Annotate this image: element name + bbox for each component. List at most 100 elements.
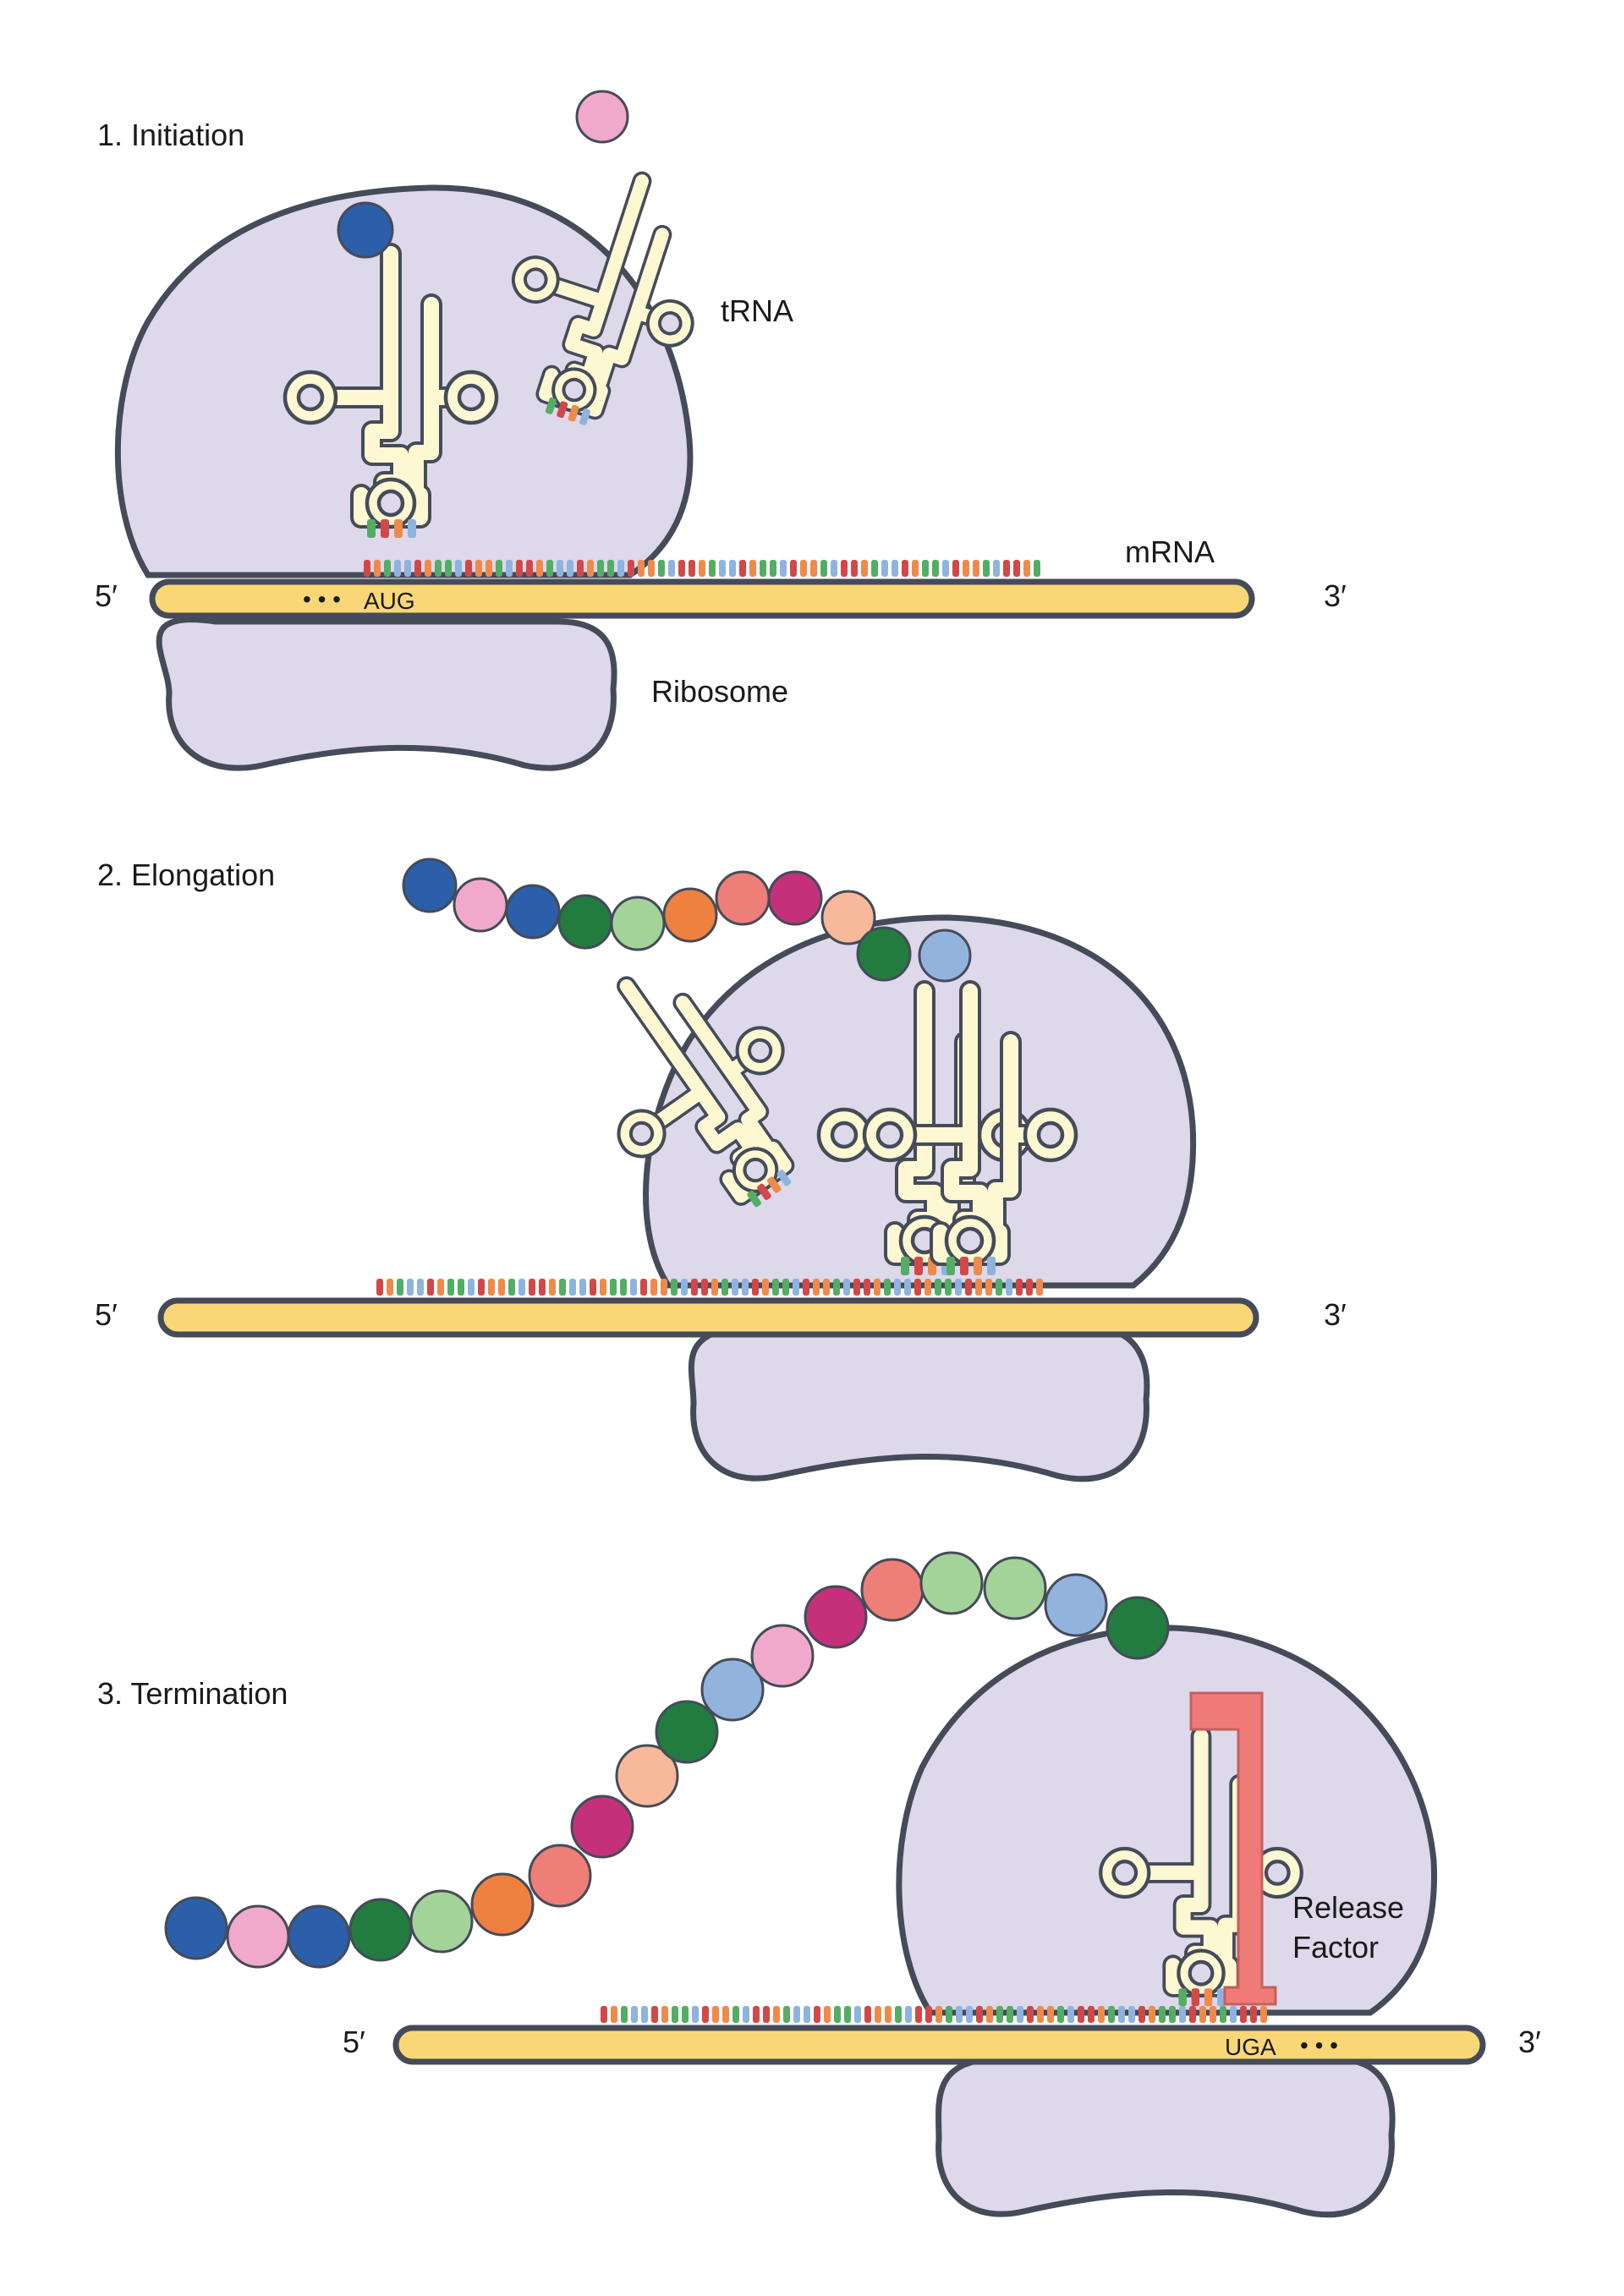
mrna-base	[1034, 560, 1040, 577]
mrna-base	[1159, 2006, 1166, 2023]
mrna-base	[1199, 2006, 1206, 2023]
mrna-base	[996, 1279, 1002, 1296]
mrna-base	[902, 560, 908, 577]
mrna-base	[1108, 2006, 1115, 2023]
mrna-base	[975, 1279, 982, 1296]
mrna-base	[841, 560, 848, 577]
amino-acid-bead	[919, 1551, 984, 1615]
mrna-base	[447, 1279, 454, 1296]
mrna-base	[831, 560, 837, 577]
mrna-base	[793, 1279, 799, 1296]
mrna-base	[435, 560, 442, 577]
mrna-base	[942, 560, 949, 577]
mrna-base	[924, 1279, 931, 1296]
release-factor	[1189, 1691, 1277, 2006]
mrna-base	[414, 560, 421, 577]
mrna-base	[732, 1279, 738, 1296]
mrna-base	[516, 560, 523, 577]
mrna-base	[587, 560, 594, 577]
mrna-base	[1016, 1279, 1023, 1296]
mrna-base	[650, 1279, 657, 1296]
mrna-base	[539, 1279, 546, 1296]
mrna-base	[601, 2006, 607, 2023]
mrna-base	[577, 560, 584, 577]
mrna-base	[689, 560, 695, 577]
mrna-base	[743, 2006, 749, 2023]
mrna-base	[488, 1279, 495, 1296]
mrna-base	[1128, 2006, 1135, 2023]
mrna-base	[518, 1279, 525, 1296]
mrna-base	[702, 2006, 709, 2023]
mrna-strand	[157, 1297, 1259, 1338]
amino-acid-bead	[226, 1904, 290, 1969]
mrna-base	[1027, 2006, 1034, 2023]
stop-codon-label: UGA	[1225, 2034, 1276, 2060]
mrna-base	[1250, 2006, 1257, 2023]
mrna-base	[478, 1279, 485, 1296]
stage-termination: 3. Termination Release Factor 5′ 3′ UGA …	[97, 1551, 1541, 2218]
mrna-base	[549, 1279, 556, 1296]
mrna-base	[894, 1279, 901, 1296]
amino-acid-bead	[570, 1795, 634, 1859]
mrna-base	[800, 560, 807, 577]
amino-acid-bead	[453, 877, 508, 933]
stage-title: 3. Termination	[97, 1676, 288, 1711]
mrna-base	[648, 560, 655, 577]
mrna-base	[793, 2006, 800, 2023]
mrna-base	[804, 2006, 810, 2023]
mrna-base	[600, 1279, 606, 1296]
mrna-base	[996, 2006, 1003, 2023]
mrna-base	[496, 560, 502, 577]
ellipsis-dots: • • •	[303, 586, 341, 612]
mrna-base	[1047, 2006, 1054, 2023]
mrna-base	[672, 2006, 678, 2023]
mrna-base	[904, 1279, 911, 1296]
mrna-base	[912, 560, 919, 577]
mrna-base	[932, 560, 939, 577]
mrna-base	[682, 2006, 689, 2023]
mrna-base	[387, 1279, 393, 1296]
amino-acid-bead	[820, 890, 876, 945]
mrna-base	[590, 1279, 596, 1296]
mrna-base	[678, 560, 685, 577]
mrna-bases	[376, 1279, 1043, 1296]
mrna-base	[722, 2006, 729, 2023]
mrna-base	[1210, 2006, 1216, 2023]
mrna-base	[1169, 2006, 1176, 2023]
mrna-base	[820, 560, 827, 577]
amino-acid-bead	[662, 887, 718, 943]
mrna-base	[925, 2006, 932, 2023]
mrna-base	[508, 1279, 515, 1296]
mrna-base	[892, 560, 898, 577]
mrna-base	[946, 2006, 952, 2023]
mrna-base	[486, 560, 492, 577]
mrna-base	[773, 2006, 780, 2023]
mrna-base	[914, 1279, 921, 1296]
mrna-base	[915, 2006, 922, 2023]
mrna-base	[559, 1279, 566, 1296]
mrna-base	[1007, 2006, 1013, 2023]
mrna-base	[834, 2006, 841, 2023]
mrna-base	[567, 560, 573, 577]
mrna-base	[671, 1279, 678, 1296]
mrna-base	[1078, 2006, 1084, 2023]
mrna-base	[668, 560, 675, 577]
mrna-base	[1189, 2006, 1196, 2023]
mrna-base	[498, 1279, 505, 1296]
mrna-base	[895, 2006, 902, 2023]
mrna-base	[1220, 2006, 1226, 2023]
mrna-base	[833, 1279, 840, 1296]
ribosome-small-subunit	[688, 1324, 1150, 1482]
ribosome-label: Ribosome	[651, 674, 788, 709]
mrna-base	[885, 2006, 892, 2023]
mrna-base	[641, 2006, 648, 2023]
mrna-base	[394, 560, 401, 577]
mrna-base	[437, 1279, 444, 1296]
mrna-base	[692, 2006, 699, 2023]
mrna-base	[739, 560, 746, 577]
stage-title: 2. Elongation	[97, 858, 275, 892]
mrna-base	[630, 1279, 637, 1296]
three-prime-label: 3′	[1324, 1297, 1347, 1332]
mrna-base	[742, 1279, 749, 1296]
mrna-base	[1036, 1279, 1043, 1296]
